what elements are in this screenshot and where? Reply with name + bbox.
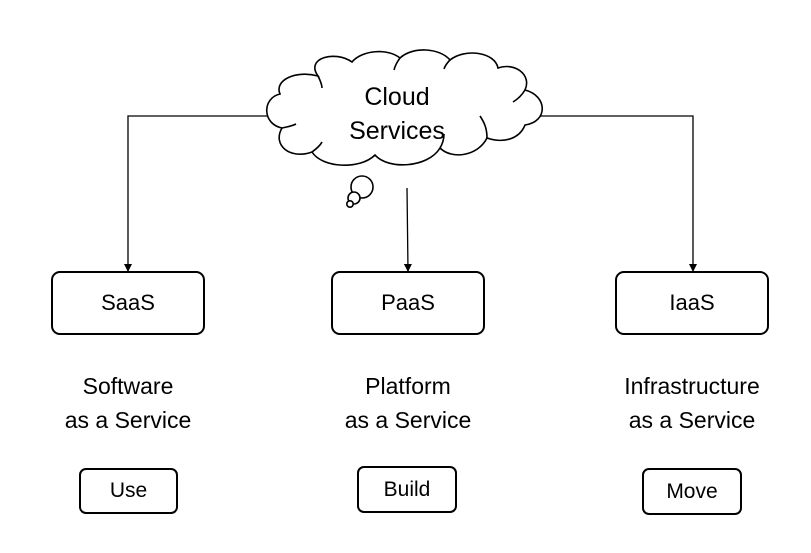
saas-box: SaaS [51, 271, 205, 335]
iaas-desc-line2: as a Service [628, 407, 756, 433]
iaas-label: IaaS [669, 290, 715, 315]
saas-label: SaaS [101, 290, 155, 315]
iaas-action-box: Move [642, 468, 742, 515]
paas-desc-line2: as a Service [344, 407, 472, 433]
connector-saas [124, 115, 274, 272]
paas-description: Platform as a Service [308, 369, 508, 437]
saas-action-label: Use [109, 479, 148, 502]
saas-action-box: Use [79, 468, 178, 514]
iaas-action-label: Move [666, 479, 718, 503]
iaas-box: IaaS [615, 271, 769, 335]
saas-desc-line1: Software [82, 373, 174, 399]
connector-iaas [540, 115, 697, 272]
paas-desc-line1: Platform [365, 373, 451, 399]
saas-description: Software as a Service [28, 369, 228, 437]
saas-desc-line2: as a Service [64, 407, 192, 433]
cloud-label-line2: Services [349, 117, 445, 145]
cloud-label: Cloud Services [327, 80, 467, 148]
connector-paas [403, 187, 412, 272]
iaas-description: Infrastructure as a Service [592, 369, 792, 437]
paas-action-box: Build [357, 466, 457, 513]
paas-action-label: Build [383, 477, 431, 501]
cloud-label-line1: Cloud [364, 83, 430, 111]
paas-label: PaaS [381, 290, 435, 315]
iaas-desc-line1: Infrastructure [624, 373, 760, 399]
paas-box: PaaS [331, 271, 485, 335]
cloud-shape [266, 49, 543, 209]
